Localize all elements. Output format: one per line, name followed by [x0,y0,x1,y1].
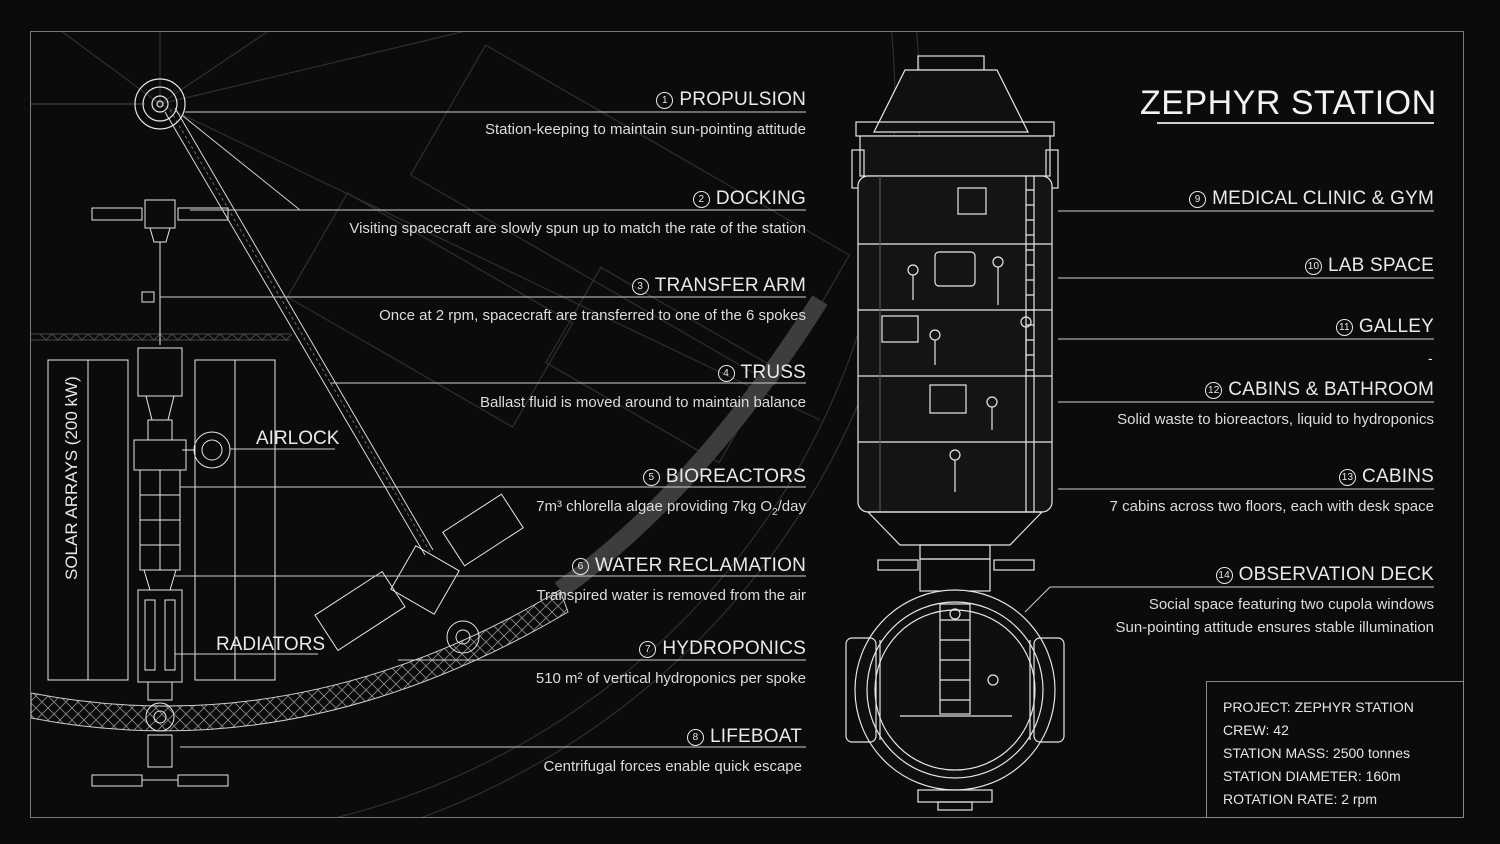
dash-mark: - [1428,350,1433,366]
callout-cabins-bathroom: 12 CABINS & BATHROOM Solid waste to biore… [1117,379,1434,431]
callout-title: GALLEY [1358,316,1434,337]
callout-medical-clinic: 9 MEDICAL CLINIC & GYM [1189,188,1434,210]
callout-description: 7m³ chlorella algae providing 7kg O2/day [536,495,806,524]
callout-description: Solid waste to bioreactors, liquid to hy… [1117,411,1434,428]
number-badge: 2 [692,190,710,208]
right-leader-lines [1024,210,1434,613]
callout-description: Station-keeping to maintain sun-pointing… [484,121,806,138]
number-badge: 4 [717,364,735,382]
callout-title: TRANSFER ARM [654,275,806,296]
callout-propulsion: 1 PROPULSION Station-keeping to maintain … [485,89,806,141]
desc-subscript: 2 [772,507,778,518]
project-info-box: PROJECT: ZEPHYR STATION CREW: 42 STATION… [1206,681,1464,818]
callout-title: WATER RECLAMATION [595,555,806,576]
number-badge: 11 [1335,318,1353,336]
callout-description: Visiting spacecraft are slowly spun up t… [349,220,806,237]
callout-title: CABINS & BATHROOM [1228,379,1434,400]
callout-description-2: Sun-pointing attitude ensures stable ill… [1115,619,1434,636]
airlock-label: AIRLOCK [256,428,340,449]
callout-title: TRUSS [740,362,806,383]
callout-description: 510 m² of vertical hydroponics per spoke [535,670,806,687]
callout-cabins: 13 CABINS 7 cabins across two floors, eac… [1110,466,1434,518]
callout-docking: 2 DOCKING Visiting spacecraft are slowly … [349,188,806,240]
callout-water-reclamation: 6 WATER RECLAMATION Transpired water is r… [536,555,806,607]
callout-observation-deck: 14 OBSERVATION DECK Social space featurin… [1115,564,1434,639]
radiators-label: RADIATORS [216,634,326,655]
page-title: ZEPHYR STATION [1140,84,1437,122]
number-badge: 1 [656,91,674,109]
callout-title: HYDROPONICS [662,638,806,659]
number-badge: 8 [686,728,704,746]
number-badge: 14 [1215,566,1233,584]
info-diameter: STATION DIAMETER: 160m [1223,768,1401,784]
callout-galley: 11 GALLEY [1335,316,1434,338]
callout-title: DOCKING [715,188,806,209]
number-badge: 5 [642,468,660,486]
truss-spoke [164,107,434,556]
callout-title: LIFEBOAT [709,726,802,747]
callout-description: Social space featuring two cupola window… [1148,596,1434,613]
callout-description: Once at 2 rpm, spacecraft are transferre… [379,307,806,324]
number-badge: 7 [639,640,657,658]
left-leader-lines [160,111,806,748]
desc-part: 7m³ chlorella algae providing 7kg O [536,498,773,515]
callout-description: Transpired water is removed from the air [536,587,806,604]
callout-description: 7 cabins across two floors, each with de… [1109,498,1434,515]
habitat-module [845,55,1065,811]
callout-title: BIOREACTORS [665,466,806,487]
title-underline [1157,122,1434,124]
callout-title: MEDICAL CLINIC & GYM [1212,188,1434,209]
callout-description: Ballast fluid is moved around to maintai… [479,394,806,411]
callout-title: LAB SPACE [1328,255,1434,276]
number-badge: 10 [1305,257,1322,275]
outer-frame [30,31,1464,818]
info-crew: CREW: 42 [1223,722,1289,738]
info-rotation: ROTATION RATE: 2 rpm [1223,791,1378,807]
info-mass: STATION MASS: 2500 tonnes [1223,745,1411,761]
callout-hydroponics: 7 HYDROPONICS 510 m² of vertical hydropon… [536,638,806,690]
callout-title: CABINS [1362,466,1434,487]
info-project: PROJECT: ZEPHYR STATION [1223,699,1414,715]
number-badge: 13 [1339,468,1357,486]
callout-title: PROPULSION [679,89,806,110]
number-badge: 6 [572,557,589,575]
callout-truss: 4 TRUSS Ballast fluid is moved around to … [480,362,806,414]
solar-arrays-label: SOLAR ARRAYS (200 kW) [62,376,81,580]
callout-lifeboat: 8 LIFEBOAT Centrifugal forces enable quic… [544,726,803,778]
callout-title: OBSERVATION DECK [1238,564,1434,585]
desc-part: /day [777,498,806,515]
number-badge: 12 [1205,381,1223,399]
propulsion-hub [134,78,186,130]
callout-description: Centrifugal forces enable quick escape [543,758,803,775]
callout-transfer-arm: 3 TRANSFER ARM Once at 2 rpm, spacecraft … [379,275,806,327]
callout-bioreactors: 5 BIOREACTORS 7m³ chlorella algae providi… [536,466,806,524]
spoke-spacecraft [314,493,524,654]
number-badge: 9 [1189,190,1207,208]
number-badge: 3 [631,277,649,295]
callout-lab-space: 10 LAB SPACE [1305,255,1434,277]
vertical-stack [47,199,276,787]
